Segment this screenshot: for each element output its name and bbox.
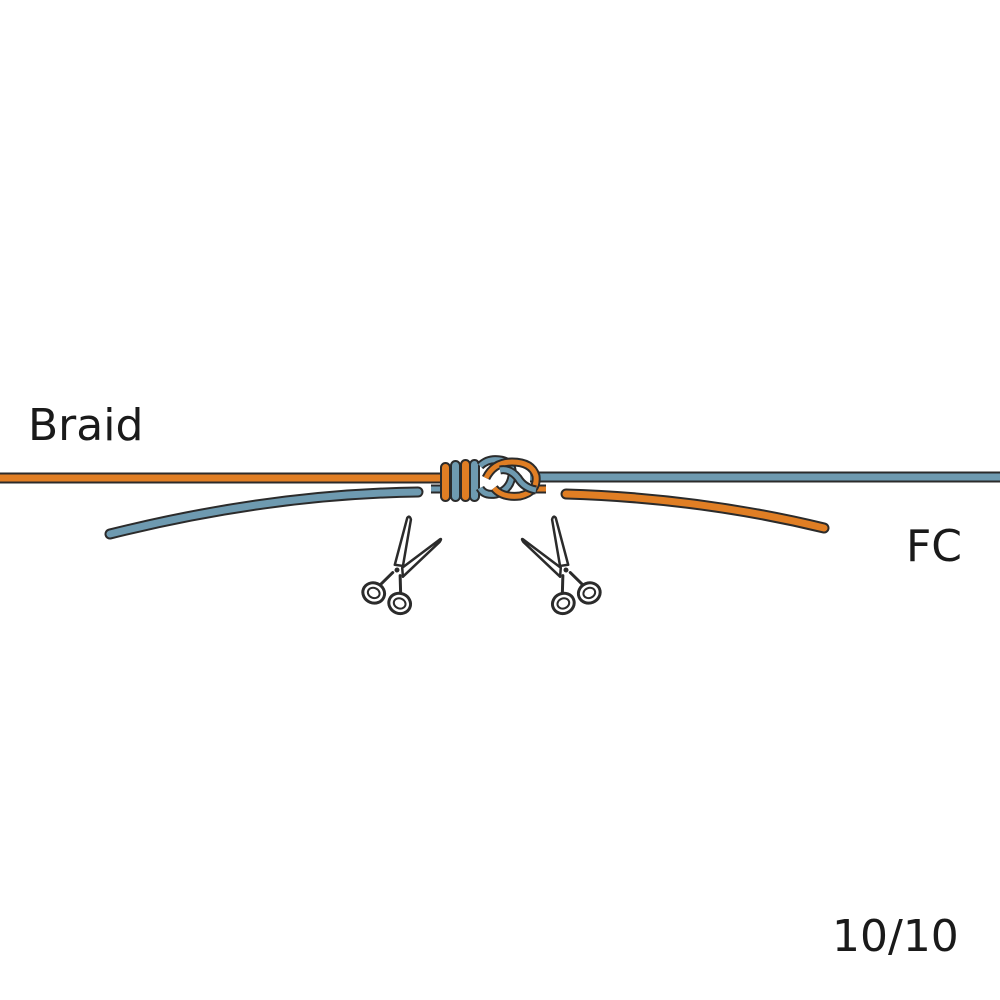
- fg-knot: [440, 455, 541, 502]
- step-counter: 10/10: [832, 911, 959, 962]
- braid-tag-end-cut: [560, 488, 830, 534]
- fc-label: FC: [906, 521, 963, 572]
- fc-tag-end-cut: [104, 486, 424, 540]
- scissors-icon: [361, 515, 443, 616]
- scissors-icon: [520, 515, 602, 616]
- braid-label: Braid: [28, 400, 144, 451]
